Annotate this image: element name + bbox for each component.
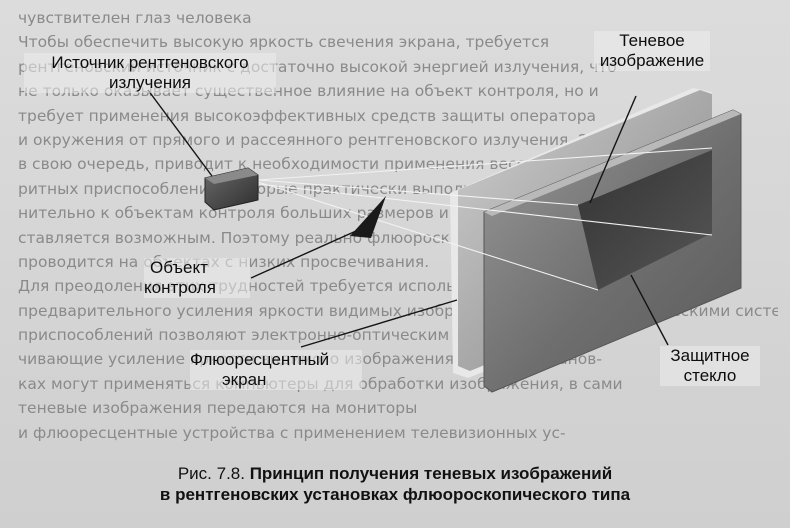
label-shadow-image-line1: Теневое (619, 31, 685, 50)
label-xray-source-line1: Источник рентгеновского (51, 53, 249, 72)
caption-title-line1: Принцип получения теневых изображений (249, 464, 613, 483)
background-text-line: теневые изображения передаются на монито… (18, 399, 418, 418)
label-xray-source: Источник рентгеновского излучения (24, 53, 276, 93)
background-text-line: и флюоресцентные устройства с применение… (18, 423, 566, 442)
label-control-object: Объект контроля (144, 258, 250, 298)
xray-beams (257, 147, 713, 291)
background-text-line: требует применения высокоэффективных сре… (18, 106, 597, 125)
label-fluorescent-screen-line2: экран (222, 370, 267, 389)
background-text-line: чувствителен глаз человека (18, 9, 252, 27)
figure-caption: Рис. 7.8. Принцип получения теневых изоб… (0, 463, 790, 505)
background-text-line: и окружения от прямого и рассеянного рен… (18, 130, 613, 149)
label-control-object-line1: Объект (150, 258, 208, 277)
label-protective-glass-line1: Защитное (670, 346, 750, 365)
background-text-line: в свою очередь, приводит к необходимости… (18, 155, 574, 174)
label-shadow-image: Теневое изображение (594, 31, 710, 71)
xray-source-box (204, 167, 259, 211)
label-fluorescent-screen-line1: Флюоресцентный (190, 350, 330, 369)
label-shadow-image-line2: изображение (599, 51, 705, 70)
label-protective-glass: Защитное стекло (660, 346, 760, 386)
caption-figure-number: Рис. 7.8. (177, 464, 245, 483)
label-protective-glass-line2: стекло (683, 366, 737, 385)
control-object (350, 196, 386, 238)
label-xray-source-line2: излучения (109, 73, 191, 92)
caption-line1: Рис. 7.8. Принцип получения теневых изоб… (0, 463, 790, 484)
label-fluorescent-screen: Флюоресцентный экран (190, 350, 362, 390)
background-text-line: Чтобы обеспечить высокую яркость свечени… (18, 33, 550, 52)
leader-lines (147, 89, 669, 348)
label-control-object-line2: контроля (144, 278, 216, 297)
caption-title-line2: в рентгеновских установках флюороскопиче… (159, 485, 631, 504)
shadow-image (578, 150, 712, 290)
